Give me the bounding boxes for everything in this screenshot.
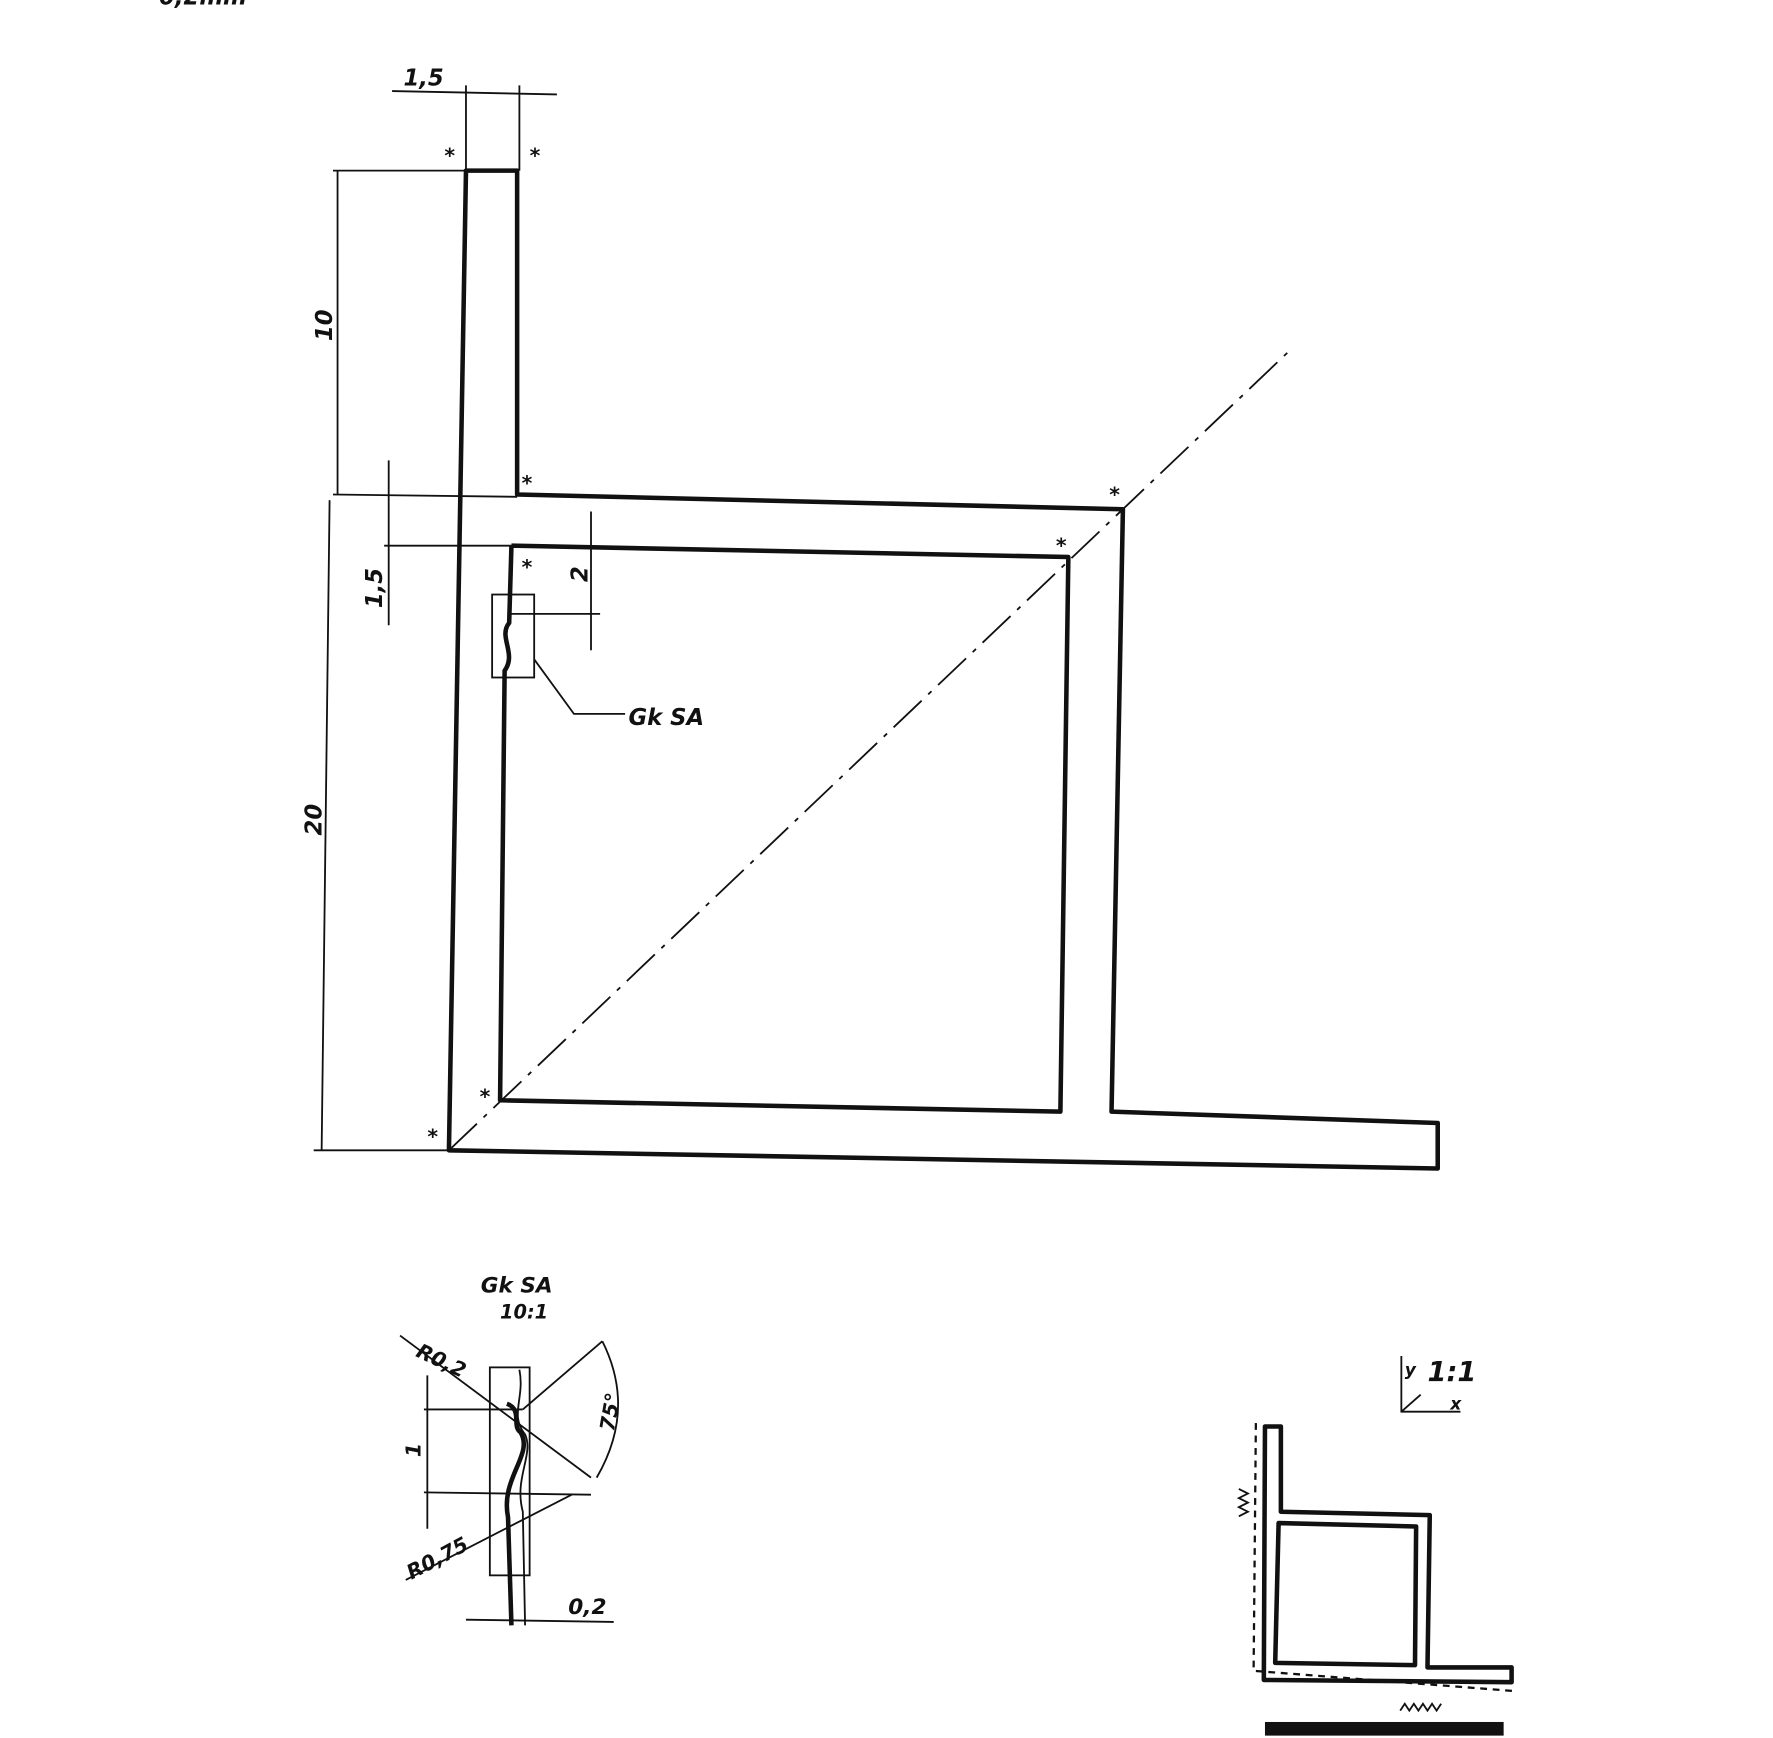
header-note: 0,2mm — [159, 0, 247, 11]
svg-text:*: * — [480, 1085, 491, 1109]
outer-contour — [446, 168, 1440, 1171]
svg-text:y: y — [1405, 1360, 1417, 1380]
diagonal-centerline — [448, 351, 1289, 1151]
dimensions: 1,5 10 20 1,5 2 Gk SA — [302, 65, 705, 1152]
svg-text:*: * — [522, 555, 533, 579]
svg-text:*: * — [522, 471, 533, 495]
radius-bottom: R0,75 — [403, 1532, 473, 1584]
weld-marks: * * * * * * * * — [427, 144, 1120, 1149]
dim-lower-height: 20 — [302, 804, 328, 836]
svg-text:*: * — [530, 144, 541, 168]
detail-scale: 10:1 — [500, 1301, 548, 1324]
svg-text:*: * — [444, 144, 455, 168]
small-scale: 1:1 — [1427, 1357, 1476, 1388]
small-view: y 1:1 x — [1236, 1356, 1518, 1736]
inner-contour — [497, 543, 1071, 1114]
detail-title: Gk SA — [481, 1273, 553, 1298]
dim-offset: 2 — [568, 566, 594, 582]
thickness: 0,2 — [568, 1595, 606, 1620]
svg-text:x: x — [1449, 1394, 1462, 1414]
detail-frame — [491, 593, 536, 679]
radius-top: R0,2 — [413, 1339, 470, 1383]
detail-view: Gk SA 10:1 R0,2 R0,75 75° 1 0,2 — [399, 1273, 625, 1626]
dim-upper-height: 10 — [312, 309, 338, 341]
svg-text:*: * — [427, 1124, 438, 1148]
main-profile — [446, 168, 1440, 1171]
angle: 75° — [595, 1391, 625, 1433]
pitch: 1 — [402, 1443, 426, 1457]
svg-text:*: * — [1056, 533, 1067, 557]
svg-text:*: * — [1109, 482, 1120, 506]
detail-callout: Gk SA — [629, 705, 705, 731]
dim-wall: 1,5 — [362, 568, 388, 608]
dim-top-width: 1,5 — [403, 65, 443, 91]
